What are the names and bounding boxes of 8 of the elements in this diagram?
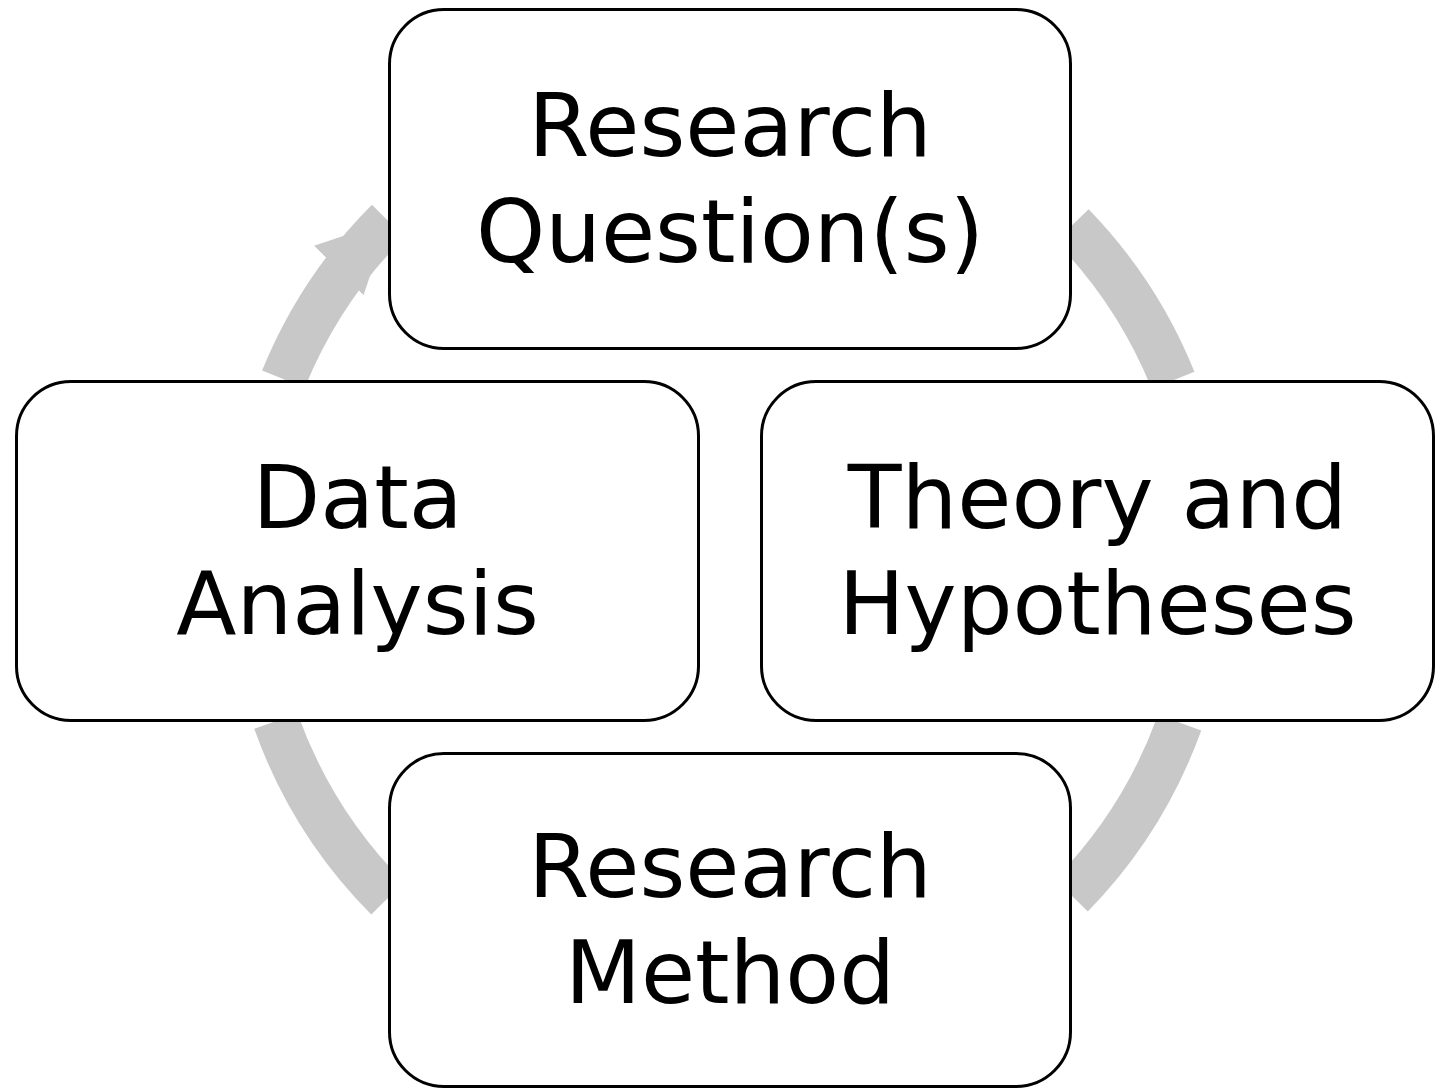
process-box — [388, 8, 1072, 350]
box-label: Research Question(s) — [474, 73, 986, 285]
box-label: Research Method — [527, 814, 933, 1026]
process-box — [15, 380, 700, 722]
process-box — [760, 380, 1435, 722]
box-label: Theory and Hypotheses — [837, 445, 1358, 657]
process-box — [388, 752, 1072, 1088]
box-label: Data Analysis — [175, 445, 540, 657]
